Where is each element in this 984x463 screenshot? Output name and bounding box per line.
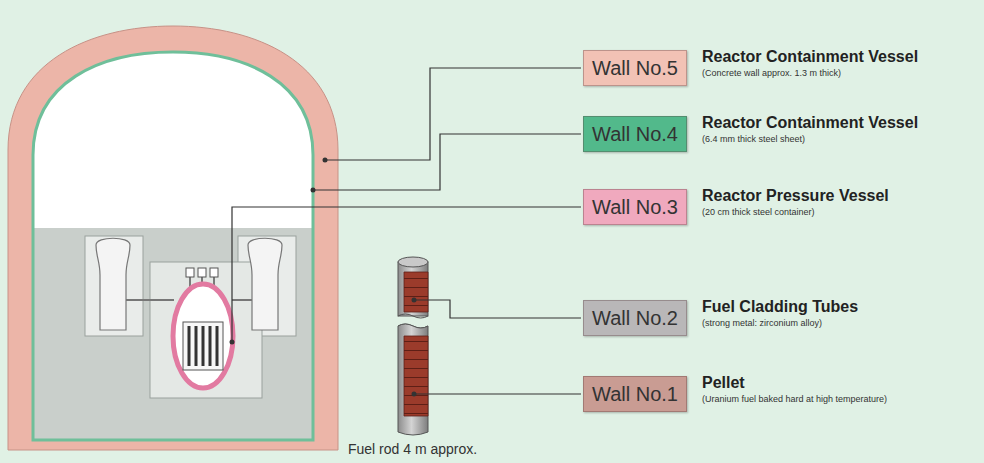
part-heading: Reactor Containment Vessel [702, 113, 984, 133]
fuel-rod-upper [398, 262, 428, 316]
wall-label: Wall No.3 [592, 196, 678, 219]
reactor-core [183, 322, 223, 370]
leader-dot [323, 158, 328, 163]
wall-node: Wall No.2Fuel Cladding Tubes(strong meta… [583, 300, 687, 336]
part-description: Reactor Pressure Vessel(20 cm thick stee… [702, 186, 984, 219]
wall-box: Wall No.4 [583, 116, 687, 152]
control-rod-drive [210, 268, 218, 277]
part-heading: Pellet [702, 373, 984, 393]
wall-node: Wall No.3Reactor Pressure Vessel(20 cm t… [583, 189, 687, 225]
leader-line [325, 68, 581, 160]
wall-box: Wall No.3 [583, 189, 687, 225]
steel-containment-liner [33, 52, 313, 440]
leader-dot [412, 392, 417, 397]
leader-dot [412, 298, 417, 303]
part-description: Reactor Containment Vessel(6.4 mm thick … [702, 113, 984, 146]
leader-line [232, 207, 581, 342]
leader-line [313, 134, 581, 190]
wall-node: Wall No.5Reactor Containment Vessel(Conc… [583, 50, 687, 86]
steam-generator [248, 238, 282, 330]
concrete-containment [8, 26, 338, 450]
part-heading: Fuel Cladding Tubes [702, 297, 984, 317]
steam-generator [96, 238, 130, 330]
part-heading: Reactor Pressure Vessel [702, 186, 984, 206]
wall-box: Wall No.1 [583, 376, 687, 412]
leader-line [414, 393, 581, 394]
wall-label: Wall No.1 [592, 383, 678, 406]
wall-box: Wall No.5 [583, 50, 687, 86]
containment-space [33, 52, 313, 440]
fuel-rod-lower [398, 324, 428, 435]
wall-label: Wall No.4 [592, 123, 678, 146]
part-description: Pellet(Uranium fuel baked hard at high t… [702, 373, 984, 406]
rod-break [398, 314, 428, 318]
fuel-rod-caption: Fuel rod 4 m approx. [348, 441, 477, 457]
leader-dot [311, 188, 316, 193]
fuel-rod-top [398, 257, 428, 267]
part-note: (6.4 mm thick steel sheet) [702, 133, 984, 146]
wall-node: Wall No.1Pellet(Uranium fuel baked hard … [583, 376, 687, 412]
wall-label: Wall No.5 [592, 57, 678, 80]
wall-node: Wall No.4Reactor Containment Vessel(6.4 … [583, 116, 687, 152]
steam-generator-bay [85, 236, 143, 336]
part-description: Reactor Containment Vessel(Concrete wall… [702, 47, 984, 80]
part-note: (20 cm thick steel container) [702, 206, 984, 219]
control-rod-drive [198, 268, 206, 277]
part-note: (strong metal: zirconium alloy) [702, 317, 984, 330]
wall-label: Wall No.2 [592, 307, 678, 330]
leader-dot [230, 340, 235, 345]
part-note: (Concrete wall approx. 1.3 m thick) [702, 67, 984, 80]
fuel-assembly [189, 326, 217, 366]
part-description: Fuel Cladding Tubes(strong metal: zircon… [702, 297, 984, 330]
part-heading: Reactor Containment Vessel [702, 47, 984, 67]
leader-line [414, 300, 581, 318]
pellet-cutaway [404, 336, 428, 416]
wall-box: Wall No.2 [583, 300, 687, 336]
part-note: (Uranium fuel baked hard at high tempera… [702, 393, 984, 406]
control-rod-drive [186, 268, 194, 277]
reactor-pressure-vessel [173, 284, 233, 388]
leader-lines [232, 68, 581, 394]
internal-structure [34, 228, 312, 439]
leader-dots [230, 158, 417, 397]
reactor-cavity [150, 262, 262, 398]
pellet-cutaway [404, 272, 428, 312]
